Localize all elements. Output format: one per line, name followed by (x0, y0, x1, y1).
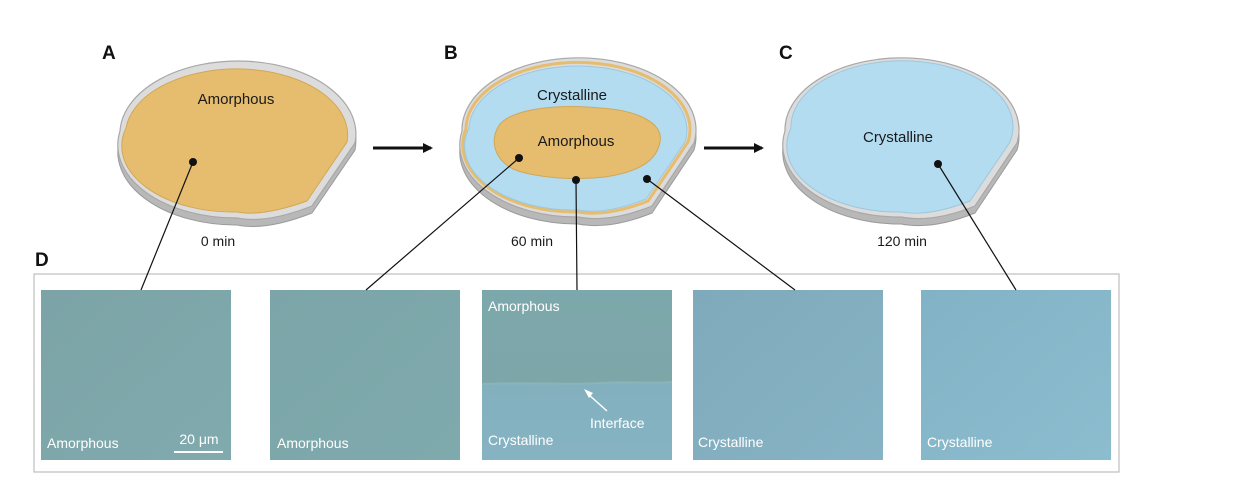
connector-line-4 (646, 178, 796, 291)
scale-bar-label: 20 μm (179, 431, 218, 447)
micrograph-5-label: Crystalline (927, 434, 993, 450)
micrograph-3 (481, 290, 673, 460)
wafer-b (459, 57, 697, 227)
connector-line-2 (365, 157, 520, 291)
wafer-a (117, 60, 357, 227)
panel-letter-b: B (444, 43, 458, 64)
micrograph-4 (693, 290, 883, 460)
panel-letter-c: C (779, 43, 793, 64)
micrograph-4-label: Crystalline (698, 434, 764, 450)
time-label-a: 0 min (201, 233, 235, 249)
micrograph-3-top-label: Amorphous (488, 298, 560, 314)
micrograph-3-bottom-label: Crystalline (488, 432, 554, 448)
crystalline-film-c (786, 60, 1014, 214)
wafer-a-label: Amorphous (198, 91, 275, 108)
connector-line-1 (140, 161, 194, 291)
connector-line-5 (937, 163, 1017, 291)
amorphous-island-b (493, 106, 661, 180)
wafer-b-inner-label: Amorphous (538, 133, 615, 150)
time-label-b: 60 min (511, 233, 553, 249)
wafer-c-label: Crystalline (863, 129, 933, 146)
panel-letter-d: D (35, 250, 49, 271)
wafer-c (782, 57, 1020, 227)
micrograph-1 (41, 290, 231, 460)
interface-arrow (584, 389, 608, 412)
time-label-c: 120 min (877, 233, 927, 249)
micrograph-2 (270, 290, 460, 460)
panel-letter-a: A (102, 43, 116, 64)
wafer-b-outer-label: Crystalline (537, 87, 607, 104)
connector-line-3 (575, 179, 578, 291)
micrograph-1-label: Amorphous (47, 435, 119, 451)
amorphous-film-a (121, 68, 349, 214)
interface-label: Interface (590, 415, 645, 431)
micrograph-2-label: Amorphous (277, 435, 349, 451)
micrograph-5 (921, 290, 1111, 460)
